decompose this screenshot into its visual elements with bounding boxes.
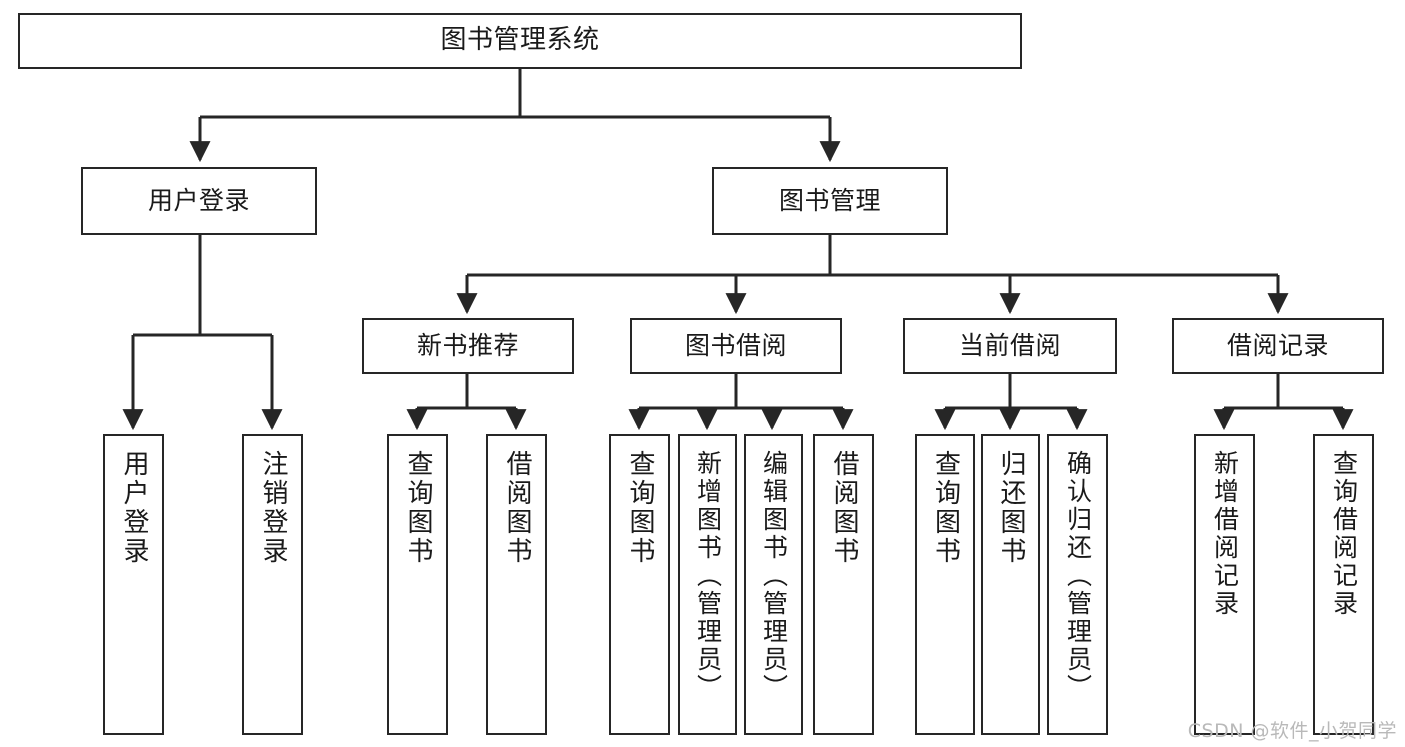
node-leaf-query-book-3[interactable]: 查询图书	[915, 434, 975, 735]
node-leaf-return-book-label: 归还图书	[996, 450, 1027, 566]
node-leaf-query-book-1-label: 查询图书	[403, 450, 434, 566]
node-leaf-query-book-2-label: 查询图书	[625, 450, 656, 566]
node-leaf-query-record-label: 查询借阅记录	[1329, 450, 1359, 618]
node-current-borrow[interactable]: 当前借阅	[903, 318, 1117, 374]
node-leaf-borrow-book-1[interactable]: 借阅图书	[486, 434, 547, 735]
node-user-login-label: 用户登录	[147, 185, 250, 215]
node-leaf-add-book[interactable]: 新增图书（管理员）	[678, 434, 737, 735]
node-leaf-user-login[interactable]: 用户登录	[103, 434, 164, 735]
node-leaf-user-logout-label: 注销登录	[258, 450, 289, 566]
node-root[interactable]: 图书管理系统	[18, 13, 1022, 69]
node-book-borrow-label: 图书借阅	[684, 330, 787, 360]
node-leaf-return-book[interactable]: 归还图书	[981, 434, 1040, 735]
node-root-label: 图书管理系统	[440, 25, 600, 56]
node-book-manage[interactable]: 图书管理	[712, 167, 948, 235]
node-leaf-user-login-label: 用户登录	[119, 450, 150, 566]
node-leaf-edit-book[interactable]: 编辑图书（管理员）	[744, 434, 803, 735]
node-leaf-borrow-book-2[interactable]: 借阅图书	[813, 434, 874, 735]
node-borrow-record[interactable]: 借阅记录	[1172, 318, 1384, 374]
node-leaf-query-record[interactable]: 查询借阅记录	[1313, 434, 1374, 735]
node-leaf-confirm-return[interactable]: 确认归还（管理员）	[1047, 434, 1108, 735]
node-leaf-borrow-book-2-label: 借阅图书	[829, 450, 860, 566]
node-user-login[interactable]: 用户登录	[81, 167, 317, 235]
node-leaf-add-record[interactable]: 新增借阅记录	[1194, 434, 1255, 735]
node-current-borrow-label: 当前借阅	[958, 330, 1061, 360]
node-book-manage-label: 图书管理	[778, 185, 881, 215]
node-leaf-add-record-label: 新增借阅记录	[1210, 450, 1240, 618]
node-leaf-query-book-2[interactable]: 查询图书	[609, 434, 670, 735]
node-leaf-query-book-3-label: 查询图书	[930, 450, 961, 566]
node-leaf-borrow-book-1-label: 借阅图书	[502, 450, 533, 566]
node-borrow-record-label: 借阅记录	[1226, 330, 1329, 360]
watermark: CSDN @软件_小贺同学	[1187, 720, 1397, 742]
node-leaf-user-logout[interactable]: 注销登录	[242, 434, 303, 735]
node-leaf-confirm-return-label: 确认归还（管理员）	[1063, 450, 1093, 702]
node-leaf-edit-book-label: 编辑图书（管理员）	[759, 450, 789, 702]
node-leaf-add-book-label: 新增图书（管理员）	[693, 450, 723, 702]
node-new-book-recommend[interactable]: 新书推荐	[362, 318, 574, 374]
node-leaf-query-book-1[interactable]: 查询图书	[387, 434, 448, 735]
node-new-book-recommend-label: 新书推荐	[416, 330, 519, 360]
node-book-borrow[interactable]: 图书借阅	[630, 318, 842, 374]
